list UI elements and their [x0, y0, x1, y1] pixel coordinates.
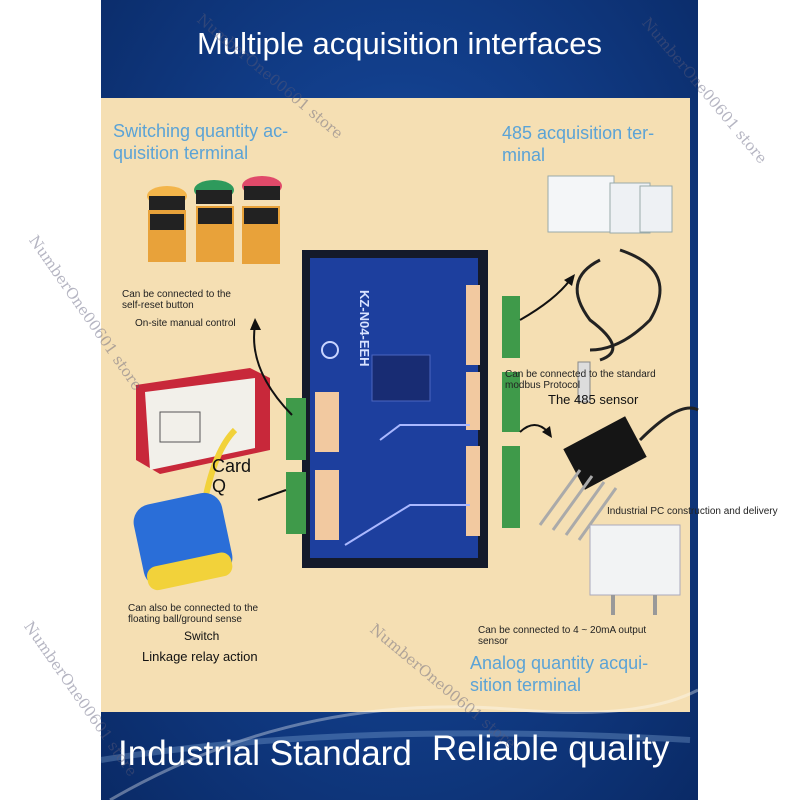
analog-note-line2: sensor	[478, 636, 509, 647]
rs485-heading-line1: 485 acquisition ter-	[502, 123, 655, 143]
switching-note-line2: self-reset button	[122, 300, 194, 311]
relay-detector-icon	[136, 368, 270, 474]
rs485-sensor-box-icon	[547, 175, 673, 403]
connection-arrow	[519, 279, 571, 321]
rs485-note: Can be connected to the standard modbus …	[505, 369, 656, 391]
switching-heading: Switching quantity ac- quisition termina…	[113, 120, 333, 164]
analog-note-line1: Can be connected to 4 ~ 20mA output	[478, 625, 647, 636]
card-label-line2: Q	[212, 476, 227, 496]
device-model-label: KZ-N04-EEH	[357, 290, 372, 367]
floating-note2: Switch	[184, 629, 220, 643]
light-streak	[109, 688, 699, 800]
analog-heading-line2: sition terminal	[470, 675, 582, 695]
analog-heading-line1: Analog quantity acqui-	[470, 653, 649, 673]
main-controller-device	[302, 250, 488, 568]
footer-right-slogan: Reliable quality	[432, 729, 670, 768]
switching-heading-line1: Switching quantity ac-	[113, 121, 289, 141]
footer-left-slogan: Industrial Standard	[118, 734, 412, 773]
switching-heading-line2: quisition terminal	[113, 143, 249, 163]
terminal-block	[286, 398, 306, 460]
card-label-line1: Card	[212, 456, 252, 476]
rs485-heading: 485 acquisition ter- minal	[502, 122, 692, 166]
analog-transmitter-icon	[589, 524, 681, 615]
floating-note: Can also be connected to the floating ba…	[128, 603, 258, 625]
terminal-block	[502, 446, 520, 528]
float-switch-icon	[133, 427, 238, 591]
switching-note: Can be connected to the self-reset butto…	[122, 289, 231, 311]
floating-note-line1: Can also be connected to the	[128, 603, 259, 614]
connection-arrow	[253, 324, 293, 416]
switching-note-line1: Can be connected to the	[122, 289, 231, 300]
card-label: Card Q	[212, 456, 251, 496]
floating-note3: Linkage relay action	[142, 649, 258, 664]
red-push-button-icon	[242, 176, 282, 264]
page-title: Multiple acquisition interfaces	[197, 26, 602, 61]
light-streak	[100, 730, 691, 763]
green-push-button-icon	[194, 180, 234, 262]
terminal-block	[286, 472, 306, 534]
connection-arrow	[257, 489, 287, 501]
yellow-push-button-icon	[147, 186, 187, 262]
terminal-block	[502, 372, 520, 432]
rs485-note2: The 485 sensor	[548, 392, 639, 407]
rs485-note-line1: Can be connected to the standard	[505, 369, 656, 380]
switching-note2: On-site manual control	[135, 318, 236, 329]
soil-probe-icon	[538, 406, 699, 541]
floating-note-line2: floating ball/ground sense	[128, 614, 242, 625]
terminal-block	[502, 296, 520, 358]
rs485-heading-line2: minal	[502, 145, 546, 165]
analog-heading: Analog quantity acqui- sition terminal	[470, 652, 692, 696]
analog-note: Can be connected to 4 ~ 20mA output sens…	[478, 625, 646, 647]
rs485-note-line2: modbus Protocol	[505, 380, 581, 391]
industrial-pc-note: Industrial PC construction and delivery	[607, 506, 778, 517]
